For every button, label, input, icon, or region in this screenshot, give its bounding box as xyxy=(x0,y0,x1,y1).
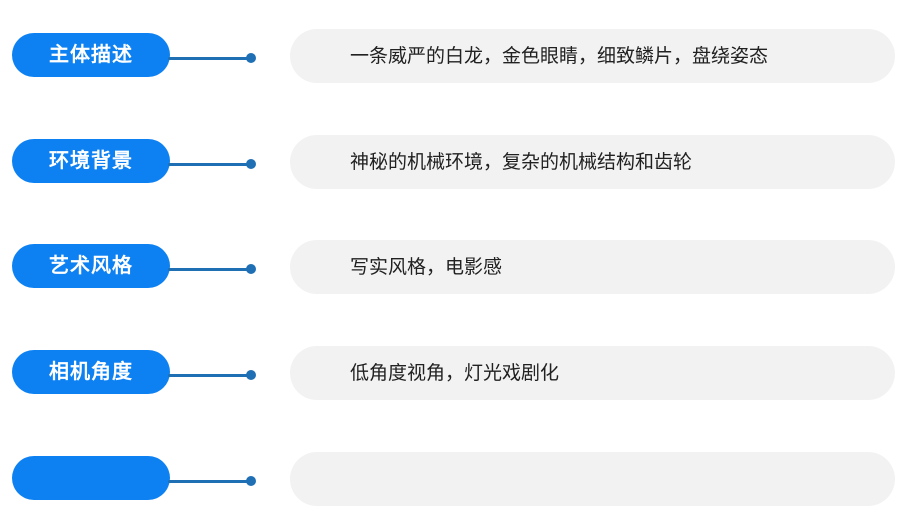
connector-line-icon xyxy=(168,373,250,377)
connector-dot-icon xyxy=(246,370,256,380)
connector-dot-icon xyxy=(246,53,256,63)
content-bar[interactable]: 低角度视角，灯光戏剧化 xyxy=(290,346,895,400)
content-bar[interactable] xyxy=(290,452,895,506)
connector xyxy=(168,264,256,274)
category-pill-label: 环境背景 xyxy=(49,150,133,172)
connector-line-icon xyxy=(168,479,250,483)
content-text: 神秘的机械环境，复杂的机械结构和齿轮 xyxy=(350,151,693,173)
category-pill-label: 相机角度 xyxy=(49,361,133,383)
category-pill-label: 艺术风格 xyxy=(49,255,133,277)
category-pill[interactable]: 艺术风格 xyxy=(12,244,170,288)
content-text: 一条威严的白龙，金色眼睛，细致鳞片，盘绕姿态 xyxy=(350,45,769,67)
content-text: 低角度视角，灯光戏剧化 xyxy=(350,362,560,384)
prompt-row: 相机角度 低角度视角，灯光戏剧化 xyxy=(0,346,902,404)
connector-line-icon xyxy=(168,267,250,271)
category-pill[interactable]: 主体描述 xyxy=(12,33,170,77)
connector-dot-icon xyxy=(246,476,256,486)
connector-line-icon xyxy=(168,56,250,60)
content-bar[interactable]: 神秘的机械环境，复杂的机械结构和齿轮 xyxy=(290,135,895,189)
prompt-row: 环境背景 神秘的机械环境，复杂的机械结构和齿轮 xyxy=(0,135,902,193)
prompt-structure-diagram: 主体描述 一条威严的白龙，金色眼睛，细致鳞片，盘绕姿态环境背景 神秘的机械环境，复杂… xyxy=(0,29,902,506)
connector-line-icon xyxy=(168,162,250,166)
prompt-row: 主体描述 一条威严的白龙，金色眼睛，细致鳞片，盘绕姿态 xyxy=(0,29,902,87)
category-pill[interactable]: 环境背景 xyxy=(12,139,170,183)
category-pill-label: 主体描述 xyxy=(49,44,133,66)
connector xyxy=(168,159,256,169)
category-pill[interactable] xyxy=(12,456,170,500)
connector xyxy=(168,476,256,486)
prompt-row: 艺术风格 写实风格，电影感 xyxy=(0,240,902,298)
connector xyxy=(168,370,256,380)
content-text: 写实风格，电影感 xyxy=(350,256,503,278)
category-pill[interactable]: 相机角度 xyxy=(12,350,170,394)
connector xyxy=(168,53,256,63)
content-bar[interactable]: 写实风格，电影感 xyxy=(290,240,895,294)
connector-dot-icon xyxy=(246,264,256,274)
connector-dot-icon xyxy=(246,159,256,169)
content-bar[interactable]: 一条威严的白龙，金色眼睛，细致鳞片，盘绕姿态 xyxy=(290,29,895,83)
prompt-row xyxy=(0,452,902,510)
